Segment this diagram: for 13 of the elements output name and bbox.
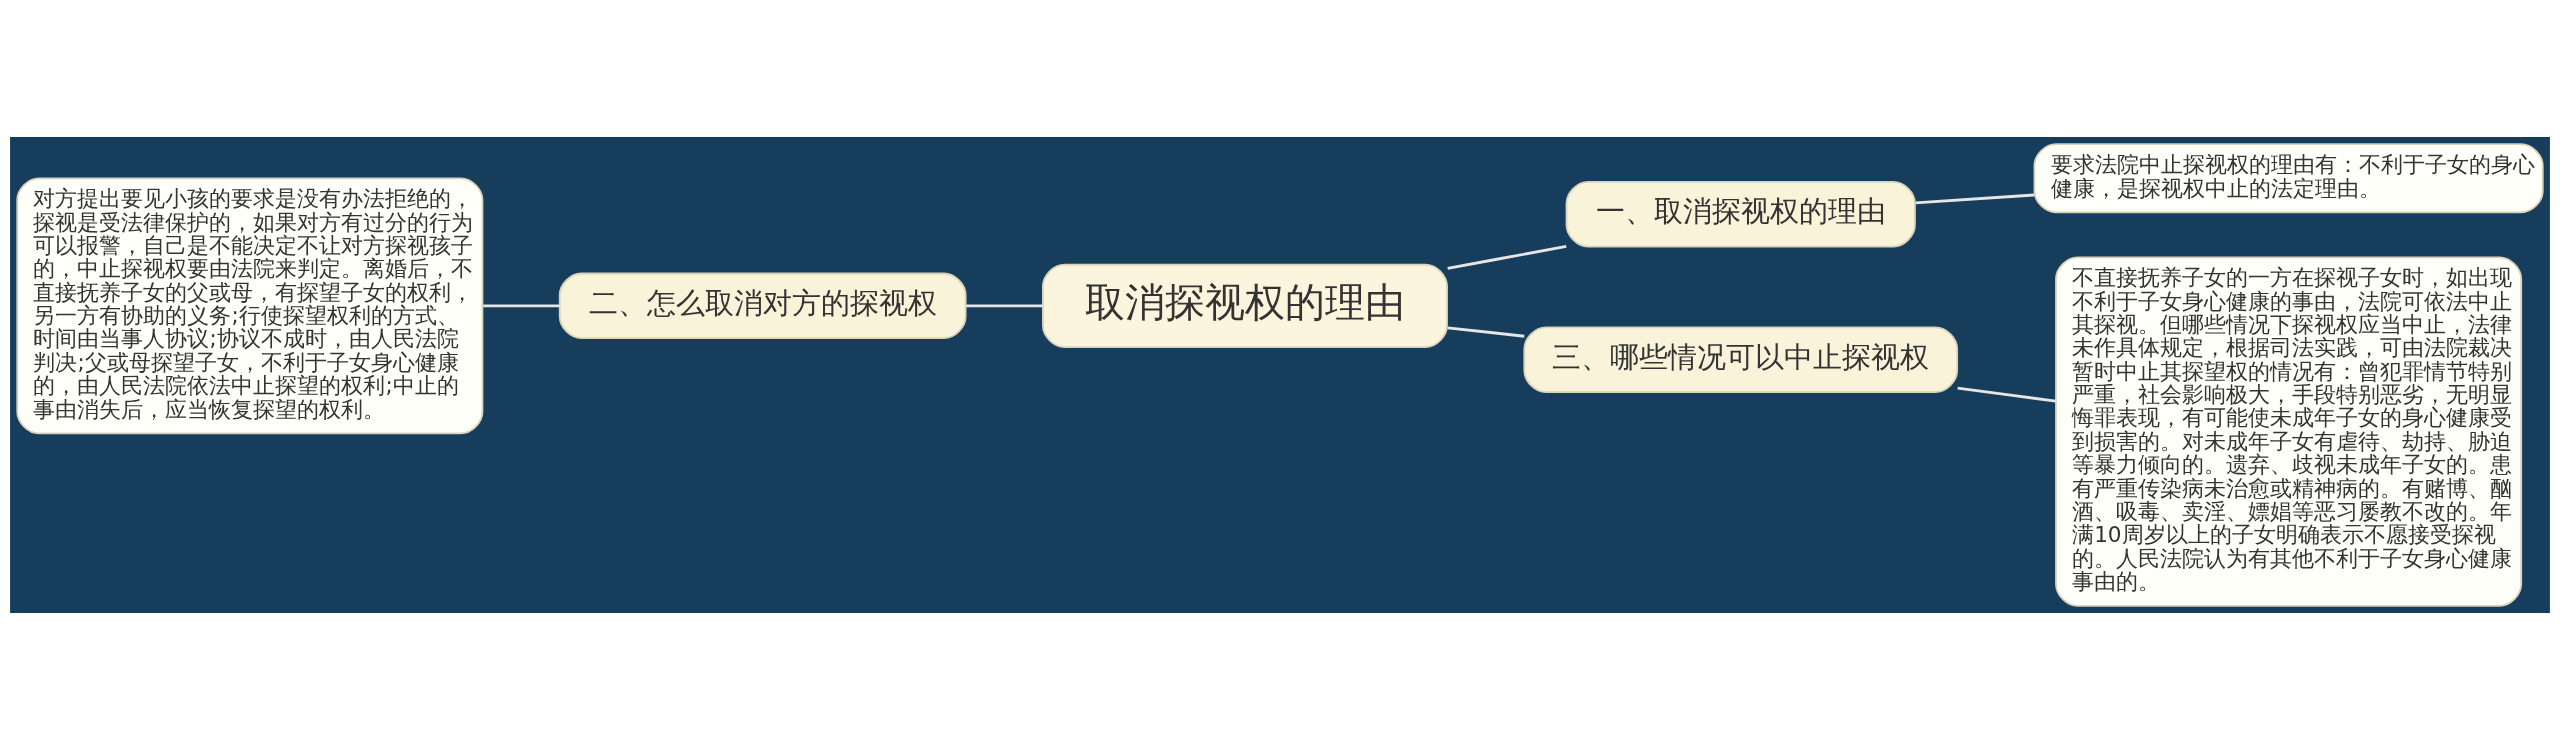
node-box: 取消探视权的理由 [1042,263,1448,348]
connector [966,303,1043,307]
node-box: 不直接抚养子女的一方在探视子女时，如出现不利于子女身心健康的事由，法院可依法中止其探视。但哪些情况下探视权应当中止，法律未作具体规定，根据司法实践，可由法院裁决暂时中止其探望权的情况有：曾犯罪情节特别严重，社会影响极大，手段特别恶劣，无明显悔罪表现，有可能使未成年子女的身心健康受到损害的。对未成年子女有虐待、劫持、胁迫等暴力倾向的。遗弃、歧视未成年子女的。患有严重传染病未治愈或精神病的。有赌博、酗酒、吸毒、卖淫、嫖娼等恶习屡教不改的。年满10周岁以上的子女明确表示不愿接受探视的。人民法院认为有其他不利于子女身心健康事由的。 [2055,255,2523,607]
connector [1915,193,2035,204]
connector [1447,325,1525,338]
node-box: 一、取消探视权的理由 [1565,180,1916,247]
node-box: 二、怎么取消对方的探视权 [558,272,967,339]
connector [1447,244,1567,270]
node-box: 三、哪些情况可以中止探视权 [1523,326,1959,393]
connector [1957,386,2056,402]
node-box: 要求法院中止探视权的理由有：不利于子女的身心健康，是探视权中止的法定理由。 [2033,142,2544,213]
connector [483,303,560,307]
node-box: 对方提出要见小孩的要求是没有办法拒绝的，探视是受法律保护的，如果对方有过分的行为可以报警，自己是不能决定不让对方探视孩子的，中止探视权要由法院来判定。离婚后，不直接抚养子女的父或母，有探望子女的权利，另一方有协助的义务;行使探望权利的方式、时间由当事人协议;协议不成时，由人民法院判决;父或母探望子女，不利于子女身心健康的，由人民法院依法中止探望的权利;中止的事由消失后，应当恢复探望的权利。 [16,176,484,434]
